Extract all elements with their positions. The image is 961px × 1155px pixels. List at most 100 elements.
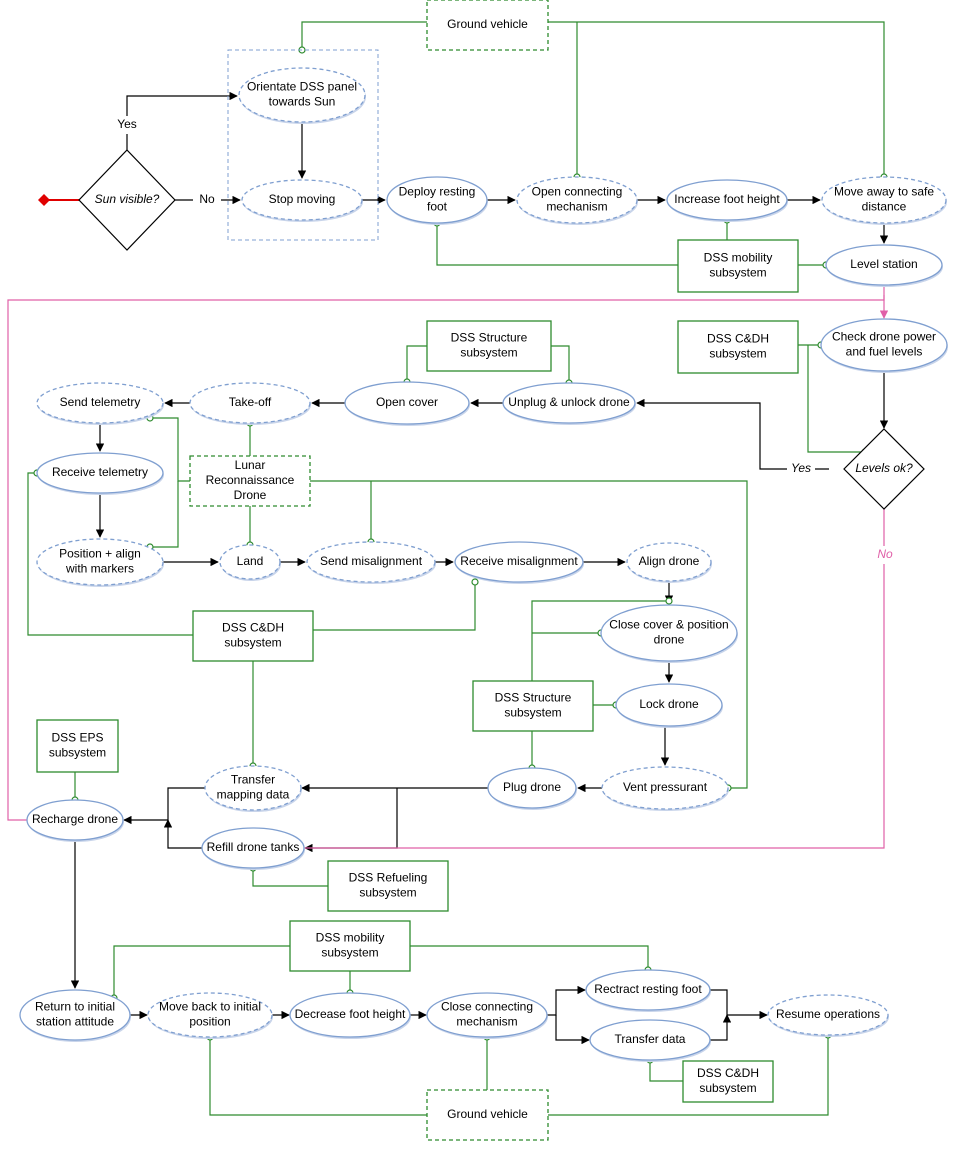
activity-vent-text: Vent pressurant <box>623 780 708 794</box>
edge-label-yes-levels-bg <box>787 460 815 478</box>
flow-edge-levels-yes-unplug <box>636 398 829 470</box>
activity-return-attitude-text: Return to initial <box>35 1000 115 1014</box>
assoc-edge-gv-moveback <box>209 1037 427 1116</box>
activity-refill-text: Refill drone tanks <box>207 840 300 854</box>
assoc-edge-gv-orientate <box>301 21 427 50</box>
activity-takeoff-text: Take-off <box>229 395 272 409</box>
activity-lock-drone-text: Lock drone <box>639 697 699 711</box>
edge-label-no-sun-bg <box>193 191 221 209</box>
flow-edge-close-transfer <box>555 1015 590 1045</box>
activity-open-connecting-text: Open connecting <box>532 185 623 199</box>
assoc-edge-cdh-transfer <box>649 1060 683 1082</box>
activity-close-cover-text: Close cover & position <box>609 618 728 632</box>
activity-transfer-mapping-text: mapping data <box>217 788 290 802</box>
activity-return-attitude <box>19 989 131 1041</box>
activity-send-misalignment <box>306 541 436 583</box>
activity-recharge <box>26 799 124 841</box>
edge-label-no-sun: No <box>199 192 215 206</box>
activity-move-back <box>147 992 273 1038</box>
activity-receive-telemetry <box>36 452 164 494</box>
activity-open-cover <box>344 381 470 425</box>
activity-orientate-text: Orientate DSS panel <box>247 80 357 94</box>
subsystem-structure-top-text: subsystem <box>460 346 517 360</box>
activity-unplug-text: Unplug & unlock drone <box>508 395 630 409</box>
subsystem-ground-vehicle-top <box>426 0 549 51</box>
start-marker <box>38 194 50 206</box>
assoc-edge-gv-resume <box>548 1035 829 1116</box>
association-endpoint <box>471 578 479 586</box>
activity-deploy-foot-text: Deploy resting <box>399 185 476 199</box>
subsystem-structure-top-text: DSS Structure <box>451 331 528 345</box>
activity-open-cover-text: Open cover <box>376 395 438 409</box>
activity-position-align-text: with markers <box>65 562 134 576</box>
activity-receive-telemetry-text: Receive telemetry <box>52 465 148 479</box>
subsystem-refueling-text: DSS Refueling <box>349 871 428 885</box>
activity-transfer-data <box>589 1019 711 1061</box>
subsystem-structure-mid <box>472 680 594 732</box>
activity-plug-drone <box>487 767 577 809</box>
activity-position-align <box>36 538 164 586</box>
activity-return-attitude-text: station attitude <box>36 1015 114 1029</box>
activity-resume <box>767 994 889 1036</box>
activity-plug-drone-text: Plug drone <box>503 780 561 794</box>
activity-move-back-text: position <box>189 1015 230 1029</box>
subsystem-eps <box>36 719 119 773</box>
activity-receive-misalignment <box>454 541 584 583</box>
assoc-edge-structure-cover <box>406 345 427 382</box>
flow-edge-refill-recharge <box>163 819 202 849</box>
subsystem-cdh-top-text: DSS C&DH <box>707 332 769 346</box>
subsystem-mobility-top-text: subsystem <box>709 266 766 280</box>
activity-lock-drone <box>615 683 723 727</box>
subsystem-mobility-top <box>677 239 799 293</box>
decision-levels-ok <box>843 428 925 510</box>
activity-move-back-text: Move back to initial <box>159 1000 261 1014</box>
subsystem-cdh-mid-text: DSS C&DH <box>222 621 284 635</box>
assoc-edge-drone-vent <box>310 480 748 789</box>
decision-sun-visible-text: Sun visible? <box>95 192 160 206</box>
flow-edge-plug-refill <box>304 788 398 853</box>
activity-decrease-height <box>289 992 411 1038</box>
flow-edge-close-retract <box>547 985 586 1016</box>
subsystem-mobility-bottom <box>289 920 411 972</box>
activity-refill <box>201 827 305 869</box>
activity-stop-moving <box>241 179 363 221</box>
association-endpoint <box>665 597 673 605</box>
subsystem-lunar-drone-text: Reconnaissance <box>206 473 295 487</box>
subsystem-cdh-mid-text: subsystem <box>224 636 281 650</box>
activity-transfer-mapping-text: Transfer <box>231 773 275 787</box>
assoc-edge-mobility-return <box>113 945 290 998</box>
activity-position-align-text: Position + align <box>59 547 141 561</box>
subsystem-structure-mid-text: DSS Structure <box>495 691 572 705</box>
activity-open-connecting-text: mechanism <box>546 200 607 214</box>
activity-decrease-height-text: Decrease foot height <box>295 1007 406 1021</box>
subsystem-lunar-drone-text: Lunar <box>235 458 266 472</box>
activity-deploy-foot-text: foot <box>427 200 448 214</box>
orientation-group-frame <box>227 49 379 241</box>
activity-recharge-text: Recharge drone <box>32 812 118 826</box>
activity-unplug <box>502 382 636 424</box>
subsystem-mobility-top-text: DSS mobility <box>704 251 773 265</box>
activity-takeoff <box>189 382 311 424</box>
activity-retract-foot <box>585 969 711 1011</box>
edge-label-no-levels-bg <box>871 546 899 564</box>
activity-level-station-text: Level station <box>850 257 917 271</box>
activity-increase-height-text: Increase foot height <box>674 192 780 206</box>
activity-stop-moving-text: Stop moving <box>269 192 336 206</box>
subsystem-ground-vehicle-bottom-text: Ground vehicle <box>447 1107 528 1121</box>
activity-level-station <box>825 244 943 286</box>
subsystem-ground-vehicle-bottom <box>426 1089 549 1141</box>
subsystem-eps-text: subsystem <box>49 746 106 760</box>
assoc-edge-gv-move <box>548 21 885 177</box>
activity-align-drone <box>626 542 712 582</box>
subsystem-lunar-drone-text: Drone <box>234 488 267 502</box>
activity-close-connecting-text: Close connecting <box>441 1000 533 1014</box>
assoc-edge-drone-position <box>150 481 179 548</box>
subsystem-refueling <box>327 860 449 912</box>
subsystem-cdh-top <box>677 320 799 374</box>
activity-open-connecting <box>516 176 638 224</box>
activity-align-drone-text: Align drone <box>639 554 700 568</box>
activity-move-away <box>821 176 947 224</box>
subsystem-lunar-drone <box>189 455 311 507</box>
activity-transfer-mapping <box>204 765 302 811</box>
